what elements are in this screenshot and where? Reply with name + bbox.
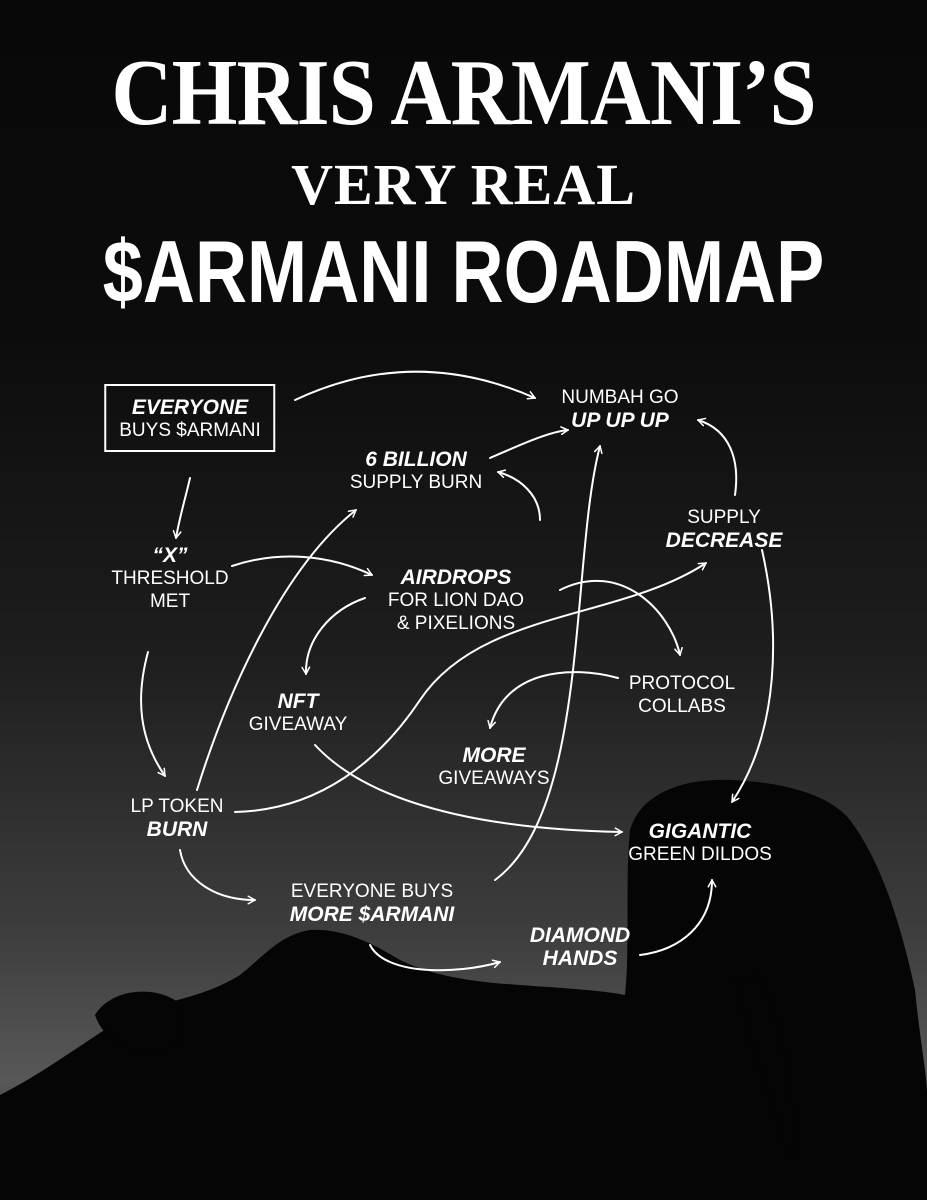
node-six-billion-emphasis: 6 BILLION xyxy=(365,448,467,471)
node-lp-token-emphasis: BURN xyxy=(146,818,208,841)
arrow-lp-burn-to-everyone-more xyxy=(179,849,256,905)
node-airdrops-text-1: FOR LION DAO xyxy=(387,590,525,611)
node-more-giveaways-emphasis: MORE xyxy=(462,744,526,767)
node-diamond-emphasis-2: HANDS xyxy=(542,947,618,970)
node-six-billion: 6 BILLION SUPPLY BURN xyxy=(350,448,482,494)
node-lp-token-burn: LP TOKEN BURN xyxy=(131,795,224,841)
arrow-lp-burn-to-six-billion xyxy=(196,509,357,791)
arrow-protocol-to-more-giveaways xyxy=(487,671,619,729)
arrow-supply-decrease-to-gigantic xyxy=(731,549,775,803)
node-airdrops-text-2: & PIXELIONS xyxy=(396,613,516,634)
arrow-threshold-to-airdrops xyxy=(231,555,373,577)
node-numbah-go-text: NUMBAH GO xyxy=(561,387,679,408)
arrow-everyone-to-numbah-go xyxy=(294,370,536,401)
node-gigantic-green-dildos: GIGANTIC GREEN DILDOS xyxy=(628,820,772,866)
node-everyone-more-text: EVERYONE BUYS xyxy=(290,881,454,902)
title-line-3: $ARMANI ROADMAP xyxy=(102,222,825,321)
node-diamond-hands: DIAMOND HANDS xyxy=(530,924,630,970)
node-protocol-collabs: PROTOCOL COLLABS xyxy=(629,672,735,718)
figure-body xyxy=(0,779,927,1200)
node-everyone-buys-emphasis: EVERYONE xyxy=(131,396,249,419)
node-everyone-buys-more: EVERYONE BUYS MORE $ARMANI xyxy=(290,880,455,926)
node-everyone-buys-text: BUYS $ARMANI xyxy=(119,420,261,441)
node-more-giveaways-text: GIVEAWAYS xyxy=(438,768,550,789)
arrow-airdrops-to-six-billion xyxy=(497,469,541,521)
node-threshold-text-2: MET xyxy=(149,591,191,612)
title-line-1: CHRIS ARMANI’S xyxy=(111,41,816,145)
node-nft-giveaway: NFT GIVEAWAY xyxy=(249,690,348,736)
title-line-2: VERY REAL xyxy=(291,152,636,217)
arrow-airdrops-to-numbah-go xyxy=(489,426,569,459)
node-airdrops: AIRDROPS FOR LION DAO & PIXELIONS xyxy=(388,566,524,635)
arrow-everyone-more-to-diamond xyxy=(369,944,501,972)
node-gigantic-emphasis: GIGANTIC xyxy=(648,820,752,843)
node-everyone-buys: EVERYONE BUYS $ARMANI xyxy=(104,384,276,452)
node-numbah-go: NUMBAH GO UP UP UP xyxy=(561,386,678,432)
arrow-supply-decrease-to-numbah-go xyxy=(697,417,738,496)
node-everyone-more-emphasis: MORE $ARMANI xyxy=(289,903,455,926)
arrow-everyone-more-to-numbah-go xyxy=(494,445,603,881)
arrow-everyone-to-threshold xyxy=(172,477,191,539)
node-more-giveaways: MORE GIVEAWAYS xyxy=(438,744,549,790)
node-lp-token-text: LP TOKEN xyxy=(130,796,224,817)
figure-leg xyxy=(735,975,800,1160)
arrow-nft-to-gigantic xyxy=(314,744,623,837)
node-supply-decrease-text: SUPPLY xyxy=(687,507,761,528)
node-gigantic-text: GREEN DILDOS xyxy=(628,844,772,865)
node-numbah-go-emphasis: UP UP UP xyxy=(571,409,669,432)
arrow-airdrops-to-protocol xyxy=(559,579,683,656)
arrow-diamond-to-gigantic xyxy=(639,879,717,956)
node-protocol-text-1: PROTOCOL xyxy=(628,673,736,694)
node-airdrops-emphasis: AIRDROPS xyxy=(400,566,512,589)
node-protocol-text-2: COLLABS xyxy=(638,696,726,717)
node-nft-text: GIVEAWAY xyxy=(248,714,348,735)
node-threshold-emphasis: “X” xyxy=(152,544,188,567)
arrow-airdrops-to-nft xyxy=(301,597,366,675)
node-threshold-met: “X” THRESHOLD MET xyxy=(111,544,228,613)
arrow-threshold-to-lp-burn xyxy=(140,651,166,777)
node-threshold-text-1: THRESHOLD xyxy=(111,568,229,589)
node-diamond-emphasis-1: DIAMOND xyxy=(529,924,631,947)
node-six-billion-text: SUPPLY BURN xyxy=(349,472,483,493)
arrow-lp-burn-to-supply-decrease xyxy=(234,562,707,813)
node-supply-decrease: SUPPLY DECREASE xyxy=(666,506,783,552)
figure-head xyxy=(95,991,184,1053)
node-supply-decrease-emphasis: DECREASE xyxy=(665,529,783,552)
node-nft-emphasis: NFT xyxy=(277,690,319,713)
